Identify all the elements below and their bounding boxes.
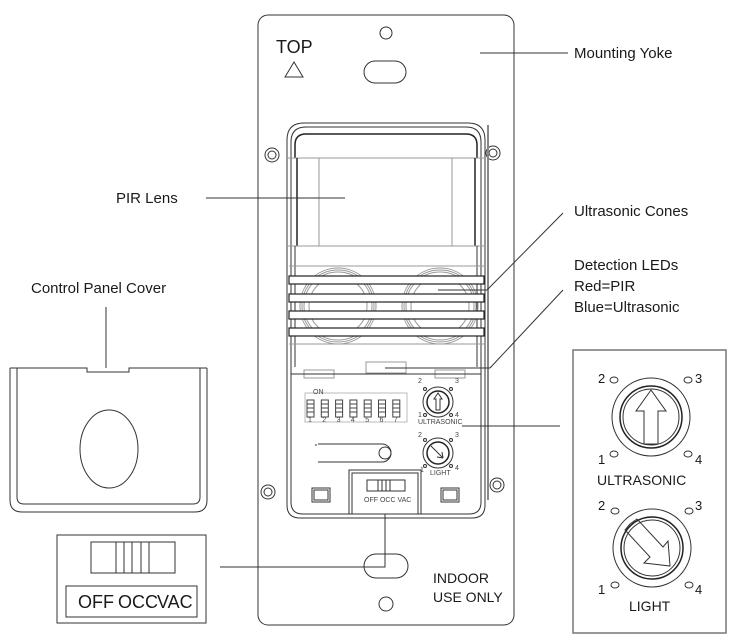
callout-leds-blue: Blue=Ultrasonic (574, 299, 680, 316)
dials-detail-panel (572, 349, 727, 634)
bottom-mounting-slot (363, 553, 409, 579)
callout-leds-red: Red=PIR (574, 278, 636, 295)
light-dial-large (610, 507, 694, 589)
light-small-pos-4: 4 (455, 465, 459, 472)
light-large-pos-3: 3 (695, 498, 703, 513)
callout-control-panel-cover: Control Panel Cover (31, 280, 167, 297)
ultrasonic-dial-large (609, 376, 693, 458)
leader-mode-switch (220, 514, 386, 568)
ultrasonic-large-pos-2: 2 (598, 371, 606, 386)
left-lower-screw-icon (260, 484, 276, 500)
panel-button-right (440, 487, 460, 503)
mode-option-vac: VAC (157, 592, 193, 612)
dip-switch-7 (392, 399, 401, 418)
dip-number-2: 2 (322, 417, 327, 424)
ultrasonic-cones (288, 246, 485, 367)
sensor-body (286, 122, 489, 519)
dip-number-6: 6 (379, 417, 384, 424)
control-panel-cover (9, 367, 208, 513)
callout-mounting-yoke: Mounting Yoke (574, 45, 673, 62)
detection-leds (291, 361, 481, 379)
dip-switch-2 (320, 399, 329, 418)
dip-switch-5 (363, 399, 372, 418)
mode-switch-small (348, 469, 422, 515)
dip-number-3: 3 (336, 417, 341, 424)
light-dial-small (422, 437, 454, 469)
ultrasonic-dial-large-label: ULTRASONIC (597, 472, 687, 488)
dip-number-7: 7 (393, 417, 398, 424)
light-dial-large-label: LIGHT (629, 598, 671, 614)
mode-option-off: OFF (78, 592, 114, 612)
indoor-label-line2: USE ONLY (433, 589, 503, 605)
mode-option-occ: OCC (118, 592, 158, 612)
top-screw-hole (379, 26, 393, 40)
ultrasonic-dial-small-label: ULTRASONIC (418, 419, 463, 426)
ultrasonic-small-pos-3: 3 (455, 378, 459, 385)
ultrasonic-large-pos-1: 1 (598, 452, 606, 467)
callout-detection-leds: Detection LEDs (574, 257, 679, 274)
callout-pir-lens: PIR Lens (116, 190, 178, 207)
light-large-pos-2: 2 (598, 498, 606, 513)
top-label: TOP (276, 37, 313, 57)
dip-switch-bank (304, 392, 408, 423)
ultrasonic-dial-small (422, 386, 454, 418)
mode-switch-small-label: OFF OCC VAC (364, 497, 412, 504)
ultrasonic-small-pos-1: 1 (418, 412, 422, 419)
top-mounting-slot (363, 60, 407, 84)
ultrasonic-large-pos-4: 4 (695, 452, 703, 467)
dip-switch-1 (306, 399, 315, 418)
mode-switch-enlarged (56, 534, 207, 624)
dip-number-1: 1 (308, 417, 312, 424)
mounting-plate (257, 14, 515, 626)
left-screw-icon (264, 147, 280, 163)
pir-lens (287, 133, 485, 247)
indoor-label-line1: INDOOR (433, 570, 489, 586)
light-small-pos-3: 3 (455, 432, 459, 439)
light-small-pos-2: 2 (418, 432, 422, 439)
dip-number-5: 5 (365, 417, 370, 424)
ultrasonic-large-pos-3: 3 (695, 371, 703, 386)
right-lower-screw-icon (489, 477, 505, 493)
dip-switch-6 (378, 399, 386, 418)
bottom-screw-hole (378, 596, 394, 612)
light-sensor-slot (315, 443, 392, 463)
light-small-pos-1: 1 (420, 467, 424, 474)
light-large-pos-1: 1 (598, 582, 606, 597)
dip-switch-3 (335, 399, 344, 418)
top-triangle-icon (284, 61, 304, 78)
ultrasonic-small-pos-2: 2 (418, 378, 422, 385)
panel-button-left (311, 487, 331, 503)
dip-number-4: 4 (350, 417, 355, 424)
leader-leds-b (489, 289, 564, 369)
ultrasonic-small-pos-4: 4 (455, 412, 459, 419)
leader-ultrasonic-cones-b (486, 212, 564, 291)
light-large-pos-4: 4 (695, 582, 703, 597)
callout-ultrasonic-cones: Ultrasonic Cones (574, 203, 689, 220)
light-dial-small-label: LIGHT (430, 470, 451, 477)
dip-switch-4 (349, 399, 358, 418)
dip-on-label: ON (313, 389, 324, 396)
